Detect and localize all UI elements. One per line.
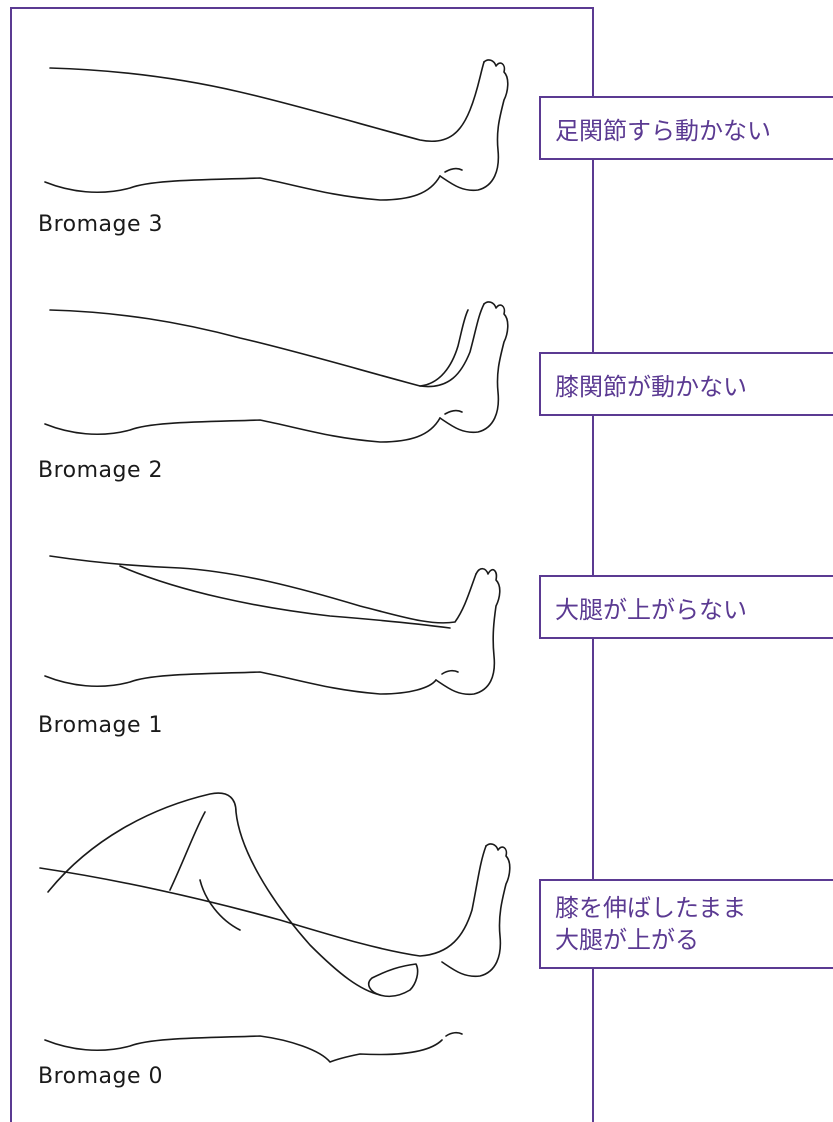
stage-label-bromage-1: Bromage 1 xyxy=(38,713,163,738)
leg-bromage-3 xyxy=(45,60,508,200)
leg-bromage-2 xyxy=(45,302,508,442)
callout-text-line-2: 大腿が上がる xyxy=(555,924,699,956)
leg-bromage-1 xyxy=(45,556,500,694)
leg-bromage-0 xyxy=(40,793,510,1062)
callout-bromage-0: 膝を伸ばしたまま 大腿が上がる xyxy=(539,879,833,969)
callout-bromage-1: 大腿が上がらない xyxy=(539,575,833,639)
callout-text: 足関節すら動かない xyxy=(555,111,771,146)
stage-label-bromage-3: Bromage 3 xyxy=(38,212,163,237)
callout-bromage-3: 足関節すら動かない xyxy=(539,96,833,160)
callout-text-line-1: 膝を伸ばしたまま xyxy=(555,892,746,924)
callout-bromage-2: 膝関節が動かない xyxy=(539,352,833,416)
stage-label-bromage-0: Bromage 0 xyxy=(38,1064,163,1089)
callout-text: 大腿が上がらない xyxy=(555,590,747,625)
callout-text: 膝関節が動かない xyxy=(555,367,747,402)
stage-label-bromage-2: Bromage 2 xyxy=(38,458,163,483)
